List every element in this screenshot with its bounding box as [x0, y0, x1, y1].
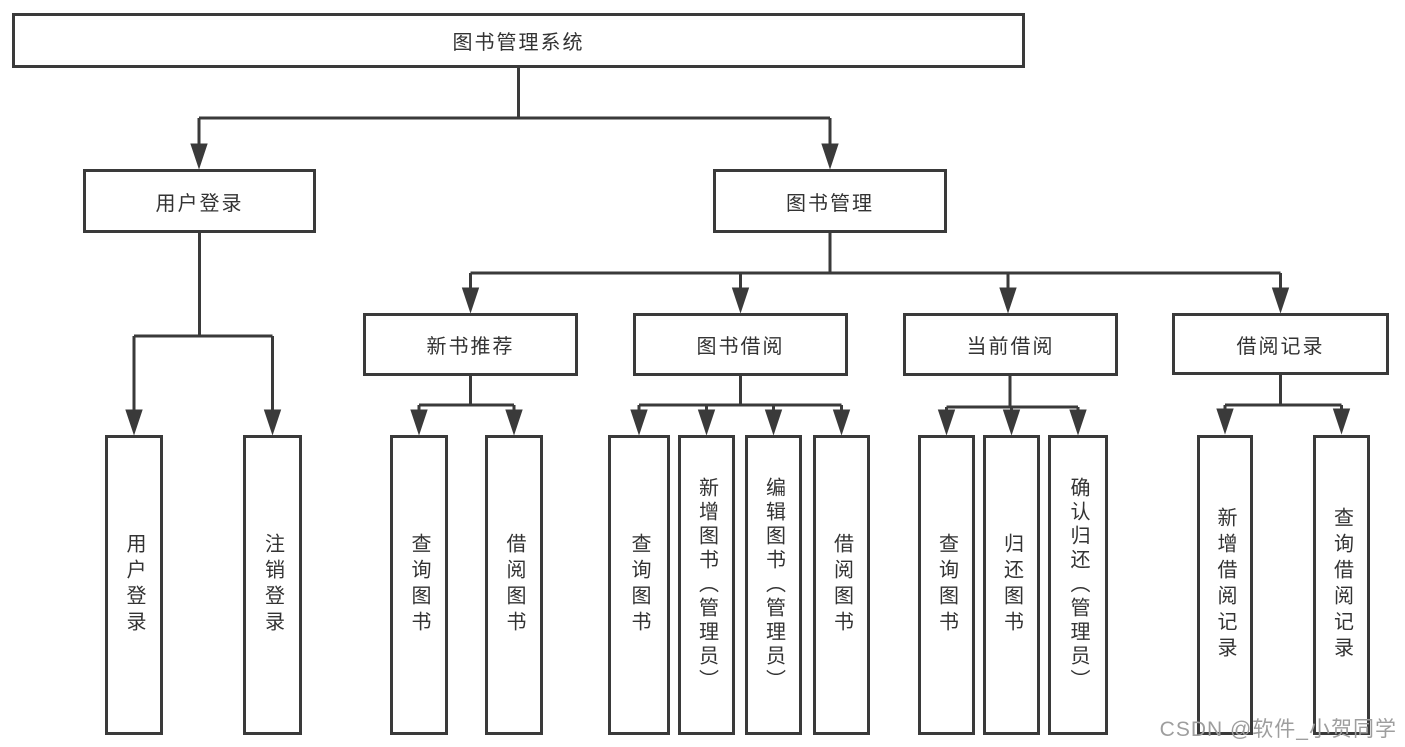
leaf-label: 查询图书	[408, 533, 430, 637]
node-book-borrowing: 图书借阅	[633, 313, 848, 376]
node-label: 用户登录	[155, 192, 244, 215]
node-label: 借阅记录	[1236, 335, 1325, 358]
leaf-logout: 注销登录	[243, 435, 302, 735]
leaf-borrowing-borrow-books: 借阅图书	[813, 435, 870, 735]
leaf-label: 借阅图书	[503, 533, 525, 637]
leaf-records-add-record: 新增借阅记录	[1197, 435, 1253, 735]
leaf-current-confirm-return-admin: 确认归还（管理员）	[1048, 435, 1108, 735]
leaf-label: 确认归还（管理员）	[1067, 477, 1089, 693]
leaf-current-query-books: 查询图书	[918, 435, 975, 735]
leaf-label: 编辑图书（管理员）	[762, 477, 785, 693]
node-user-login: 用户登录	[83, 169, 316, 233]
node-label: 图书管理	[786, 192, 874, 215]
csdn-watermark: CSDN @软件_小贺同学	[1159, 718, 1397, 741]
node-label: 图书借阅	[696, 336, 785, 358]
node-book-management: 图书管理	[713, 169, 947, 233]
leaf-label: 新增图书（管理员）	[695, 477, 718, 693]
leaf-label: 查询图书	[935, 533, 958, 637]
node-current-borrowing: 当前借阅	[903, 313, 1118, 376]
node-label: 图书管理系统	[452, 32, 585, 54]
leaf-borrowing-edit-books-admin: 编辑图书（管理员）	[745, 435, 802, 735]
leaf-records-query-record: 查询借阅记录	[1313, 435, 1370, 735]
leaf-label: 查询图书	[628, 533, 650, 637]
leaf-label: 借阅图书	[830, 533, 853, 637]
leaf-label: 归还图书	[1000, 533, 1023, 637]
node-label: 当前借阅	[966, 336, 1055, 358]
leaf-label: 新增借阅记录	[1214, 507, 1236, 663]
leaf-borrowing-query-books: 查询图书	[608, 435, 670, 735]
leaf-recommend-borrow-books: 借阅图书	[485, 435, 543, 735]
leaf-label: 查询借阅记录	[1330, 507, 1353, 663]
node-label: 新书推荐	[426, 336, 515, 358]
leaf-borrowing-add-books-admin: 新增图书（管理员）	[678, 435, 735, 735]
leaf-user-login: 用户登录	[105, 435, 163, 735]
node-new-book-recommend: 新书推荐	[363, 313, 578, 376]
leaf-label: 注销登录	[261, 533, 284, 637]
node-library-management-system: 图书管理系统	[12, 13, 1025, 68]
leaf-recommend-query-books: 查询图书	[390, 435, 448, 735]
node-borrowing-records: 借阅记录	[1172, 313, 1389, 375]
leaf-current-return-books: 归还图书	[983, 435, 1040, 735]
leaf-label: 用户登录	[123, 533, 145, 637]
